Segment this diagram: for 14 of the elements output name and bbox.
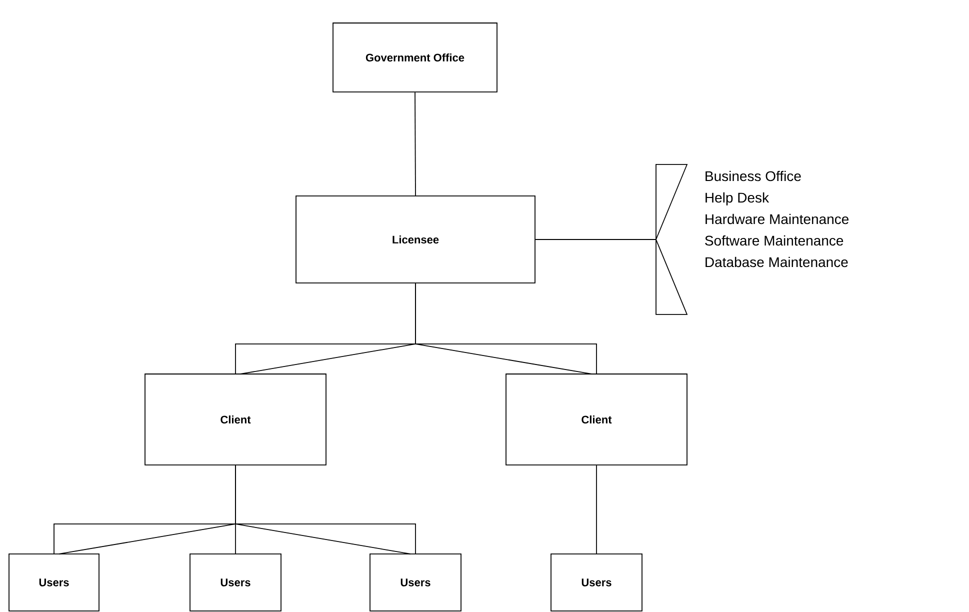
connector	[235, 464, 416, 554]
org-box: Government Office	[332, 22, 498, 92]
connector	[535, 164, 688, 315]
connector	[414, 92, 416, 196]
connector	[415, 282, 597, 374]
org-box: Client	[144, 374, 326, 466]
org-box: Users	[190, 554, 282, 612]
org-box: Users	[550, 554, 642, 612]
connector	[596, 464, 597, 554]
org-box: Client	[506, 374, 688, 466]
org-box: Users	[370, 554, 462, 612]
org-box: Licensee	[296, 196, 536, 284]
org-box: Users	[8, 554, 100, 612]
function-list: Business Office Help Desk Hardware Maintenance Software Maintenance Database Maintenance	[705, 170, 849, 268]
